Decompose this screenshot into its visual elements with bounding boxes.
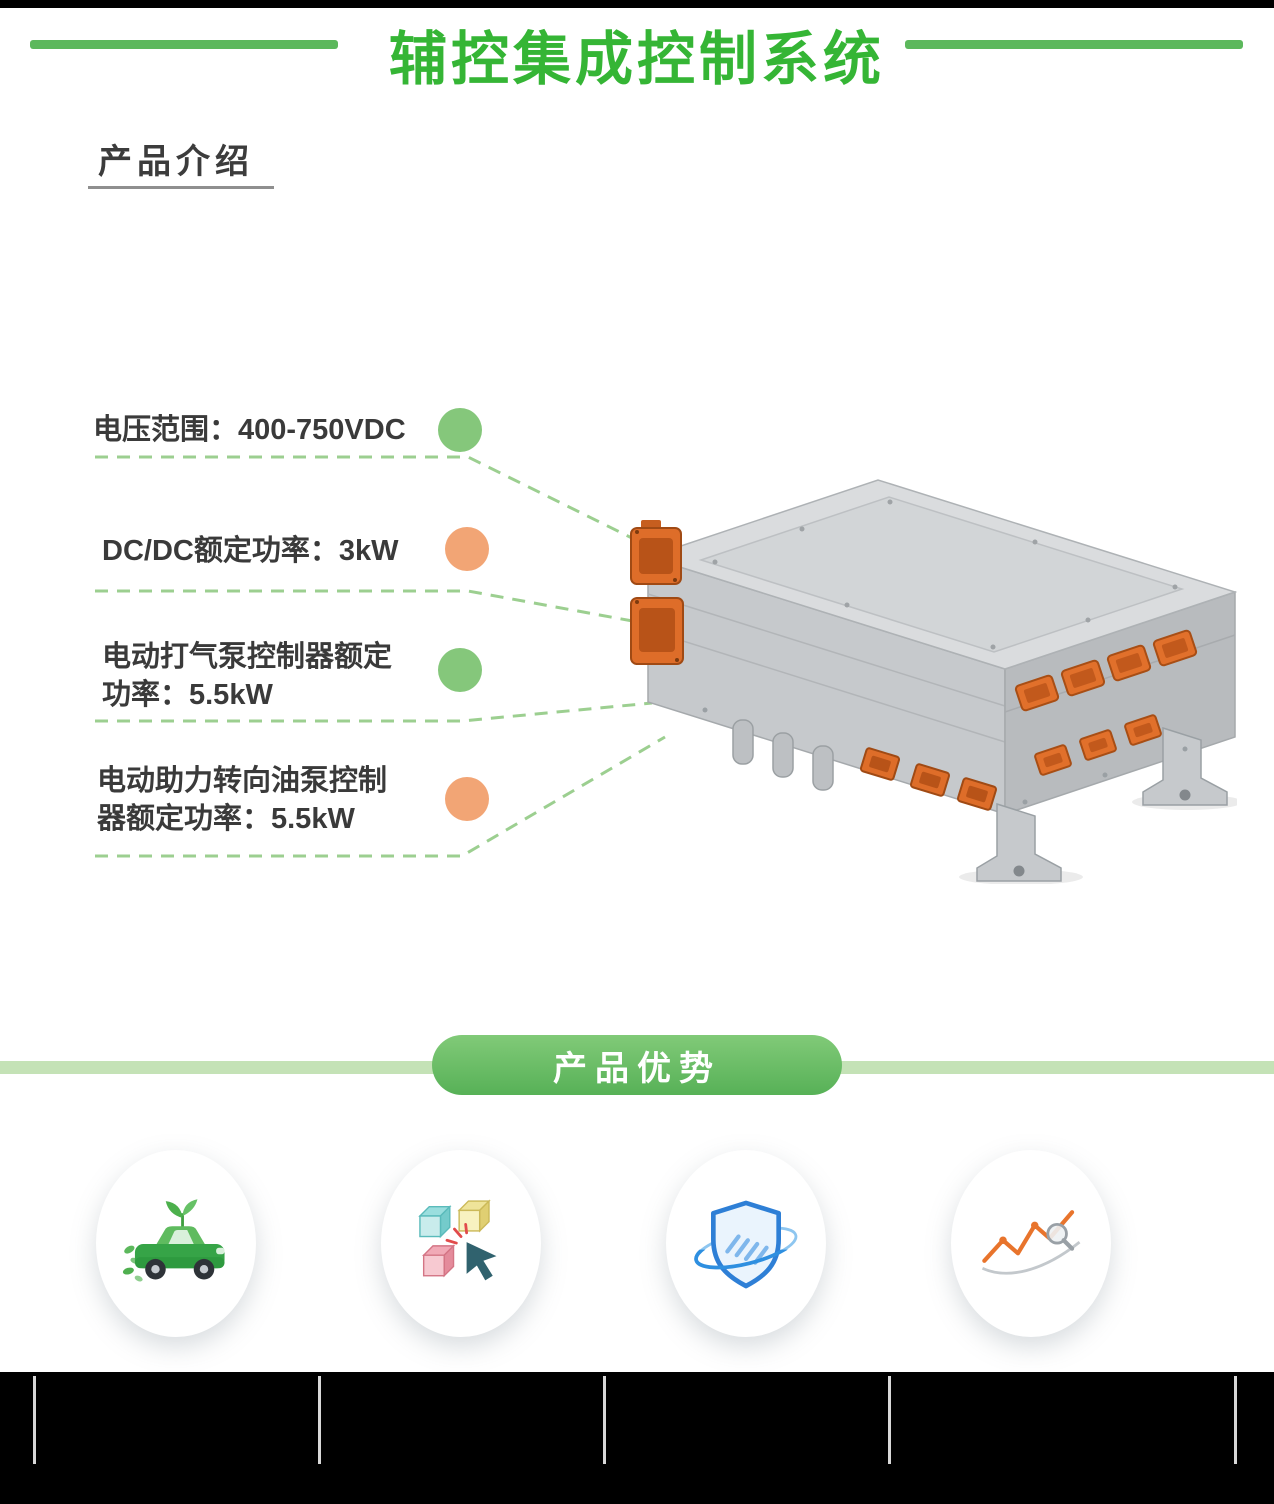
- section-heading-intro: 产品介绍: [98, 143, 254, 181]
- footer-column-divider: [1234, 1376, 1237, 1464]
- spec-dot-green: [438, 648, 482, 692]
- footer-column-divider: [318, 1376, 321, 1464]
- advantage-card-security: [666, 1150, 826, 1337]
- page-title: 辅控集成控制系统: [388, 27, 885, 92]
- advantage-card-integration: [381, 1150, 541, 1337]
- eco-car-icon: [122, 1198, 225, 1281]
- security-shield-icon: [694, 1200, 798, 1288]
- spec-dot-green: [438, 408, 482, 452]
- spec-text-line1: 电动助力转向油泵控制: [97, 765, 388, 797]
- product-device-image: [630, 479, 1237, 884]
- advantage-bar-right: [822, 1061, 1274, 1074]
- footer-column-divider: [33, 1376, 36, 1464]
- title-rule-left: [30, 40, 338, 49]
- spec-text: 电压范围：400-750VDC: [93, 414, 406, 446]
- spec-text-line2: 器额定功率：5.5kW: [97, 803, 355, 835]
- spec-item-voltage-range: 电压范围：400-750VDC: [93, 411, 406, 449]
- spec-dot-orange: [445, 527, 489, 571]
- performance-chart-icon: [981, 1209, 1081, 1275]
- spec-text-line2: 功率：5.5kW: [102, 679, 273, 711]
- advantage-banner: 产品优势: [432, 1035, 842, 1095]
- spec-dot-orange: [445, 777, 489, 821]
- footer-column-divider: [603, 1376, 606, 1464]
- spec-text-line1: 电动打气泵控制器额定: [102, 641, 393, 673]
- intro-heading-underline: [88, 186, 274, 189]
- modular-cubes-icon: [418, 1198, 497, 1280]
- spec-item-dcdc-power: DC/DC额定功率：3kW: [102, 532, 398, 570]
- spec-item-air-pump-power: 电动打气泵控制器额定 功率：5.5kW: [102, 638, 392, 714]
- section-heading-advantages: 产品优势: [553, 1049, 721, 1088]
- advantage-card-eco: [96, 1150, 256, 1337]
- spec-text: DC/DC额定功率：3kW: [102, 535, 399, 567]
- footer-column-divider: [888, 1376, 891, 1464]
- advantage-bar-left: [0, 1061, 452, 1074]
- advantage-card-performance: [951, 1150, 1111, 1337]
- title-rule-right: [905, 40, 1243, 49]
- spec-item-steering-pump-power: 电动助力转向油泵控制 器额定功率：5.5kW: [97, 762, 387, 838]
